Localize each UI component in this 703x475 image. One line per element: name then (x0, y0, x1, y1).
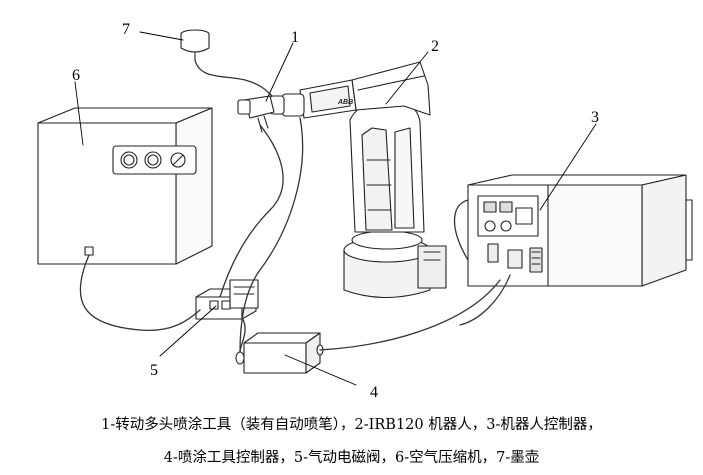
callout-2: 2 (431, 38, 439, 55)
solenoid-valve (195, 279, 259, 320)
robot-logo: ABB (337, 99, 353, 106)
caption-line-2: 4-喷涂工具控制器，5-气动电磁阀，6-空气压缩机，7-墨壶 (163, 450, 540, 466)
callout-5: 5 (150, 362, 158, 379)
air-compressor (37, 107, 213, 265)
callout-4: 4 (370, 384, 378, 401)
spray-tool-controller (235, 332, 324, 374)
hoses (79, 59, 511, 353)
robot-arm (237, 61, 447, 299)
callout-6: 6 (72, 67, 80, 84)
ink-pot (180, 29, 210, 61)
callout-1: 1 (291, 29, 299, 46)
caption-line-1: 1-转动多头喷涂工具（装有自动喷笔），2-IRB120 机器人，3-机器人控制器… (101, 417, 602, 433)
callout-3: 3 (591, 109, 599, 126)
leader-lines (74, 31, 597, 386)
robot-controller (467, 174, 693, 287)
system-diagram: ABB 7 1 2 6 3 5 4 (37, 21, 693, 401)
callout-7: 7 (122, 21, 130, 38)
